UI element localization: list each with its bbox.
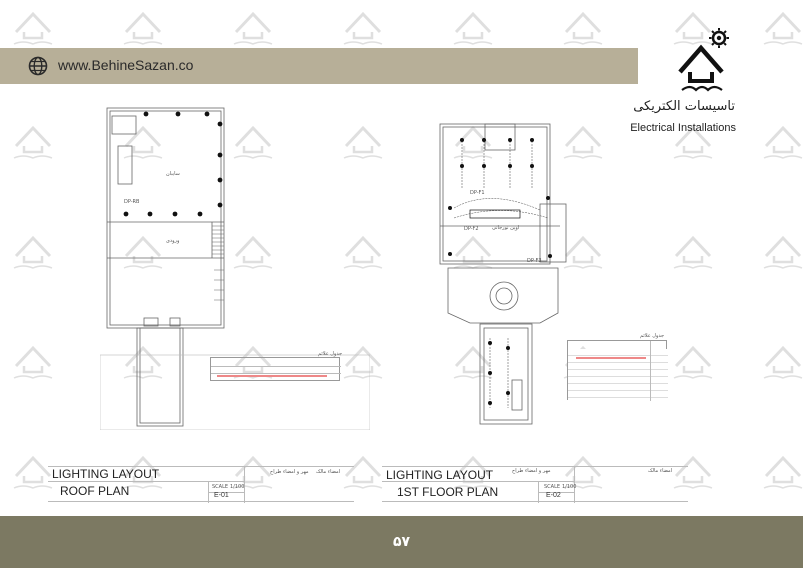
roof-legend-title: جدول علائم [318, 351, 343, 357]
roof-divider-3 [48, 481, 244, 482]
watermark-logo-icon [670, 450, 716, 490]
first-floor-divider-3 [382, 481, 574, 482]
watermark-logo-icon [10, 450, 56, 490]
logo-title-persian: تاسیسات الکتریکی [633, 99, 735, 114]
first-floor-divider-4 [538, 492, 574, 493]
watermark-logo-icon [560, 230, 606, 270]
website-url[interactable]: www.BehineSazan.co [58, 57, 194, 73]
watermark-logo-icon [120, 230, 166, 270]
first-floor-title-block [382, 466, 688, 503]
roof-room-label: سایبان [166, 171, 180, 177]
watermark-logo-icon [340, 230, 386, 270]
roof-title-line2: ROOF PLAN [60, 484, 130, 498]
watermark-logo-icon [10, 120, 56, 160]
watermark-logo-icon [760, 6, 803, 46]
watermark-logo-icon [450, 450, 496, 490]
roof-legend-highlight [217, 375, 327, 377]
page-number: ۵۷ [392, 534, 411, 550]
globe-icon [28, 56, 48, 76]
house-logo-icon [672, 26, 734, 96]
first-floor-divider-2 [574, 467, 575, 503]
watermark-logo-icon [450, 6, 496, 46]
watermark-logo-icon [120, 6, 166, 46]
watermark-logo-icon [670, 230, 716, 270]
roof-divider-4 [208, 492, 244, 493]
first-floor-panel-label-3: DP-F3 [527, 258, 542, 264]
watermark-logo-icon [760, 230, 803, 270]
roof-title-line1: LIGHTING LAYOUT [52, 467, 160, 481]
first-floor-plan-drawing [430, 118, 580, 438]
footer-band [0, 516, 803, 568]
first-floor-legend-highlight [576, 357, 646, 359]
first-floor-scale-value: 1/100 [562, 484, 577, 490]
roof-legend-row [211, 366, 341, 374]
first-floor-designer-label: مهر و امضاء طراح [512, 468, 551, 474]
watermark-logo-icon [120, 340, 166, 380]
roof-designer-label: مهر و امضاء طراح [270, 469, 309, 475]
first-floor-legend-title: جدول علائم [640, 333, 665, 339]
roof-divider-2 [244, 467, 245, 503]
roof-corridor-label: ورودی [166, 238, 180, 244]
watermark-logo-icon [670, 6, 716, 46]
watermark-logo-icon [120, 120, 166, 160]
first-floor-owner-label: امضاء مالک [648, 468, 673, 474]
watermark-logo-icon [340, 340, 386, 380]
roof-legend-table [210, 357, 341, 381]
first-floor-sheet-code: E-02 [546, 492, 561, 499]
first-floor-title-line2: 1ST FLOOR PLAN [397, 485, 499, 499]
first-floor-panel-label-2: DP-F2 [464, 226, 479, 232]
roof-scale-value: 1/100 [230, 484, 245, 490]
first-floor-title-line1: LIGHTING LAYOUT [386, 468, 494, 482]
watermark-logo-icon [10, 340, 56, 380]
watermark-logo-icon [760, 340, 803, 380]
watermark-logo-icon [340, 450, 386, 490]
watermark-logo-icon [560, 120, 606, 160]
roof-owner-label: امضاء مالک [316, 469, 341, 475]
first-floor-legend-column [650, 341, 651, 401]
watermark-logo-icon [10, 6, 56, 46]
roof-plan-drawing [99, 100, 371, 431]
watermark-logo-icon [560, 6, 606, 46]
logo-title-english: Electrical Installations [630, 122, 736, 134]
roof-title-block [48, 466, 354, 503]
watermark-logo-icon [340, 6, 386, 46]
first-floor-scale-label: SCALE [544, 484, 561, 490]
watermark-logo-icon [120, 450, 166, 490]
watermark-logo-icon [230, 230, 276, 270]
first-floor-legend-table [567, 340, 668, 401]
roof-panel-label: DP-RB [124, 199, 140, 205]
header-band [0, 48, 638, 84]
watermark-logo-icon [230, 120, 276, 160]
watermark-logo-icon [760, 120, 803, 160]
roof-sheet-code: E-01 [214, 492, 229, 499]
roof-scale-label: SCALE [212, 484, 229, 490]
first-floor-panel-label-1: DP-F1 [470, 190, 485, 196]
watermark-logo-icon [670, 120, 716, 160]
first-floor-room-label: اوپن نورجانی [492, 225, 520, 231]
watermark-logo-icon [10, 230, 56, 270]
watermark-logo-icon [340, 120, 386, 160]
watermark-logo-icon [760, 450, 803, 490]
watermark-logo-icon [230, 6, 276, 46]
watermark-logo-icon [670, 340, 716, 380]
